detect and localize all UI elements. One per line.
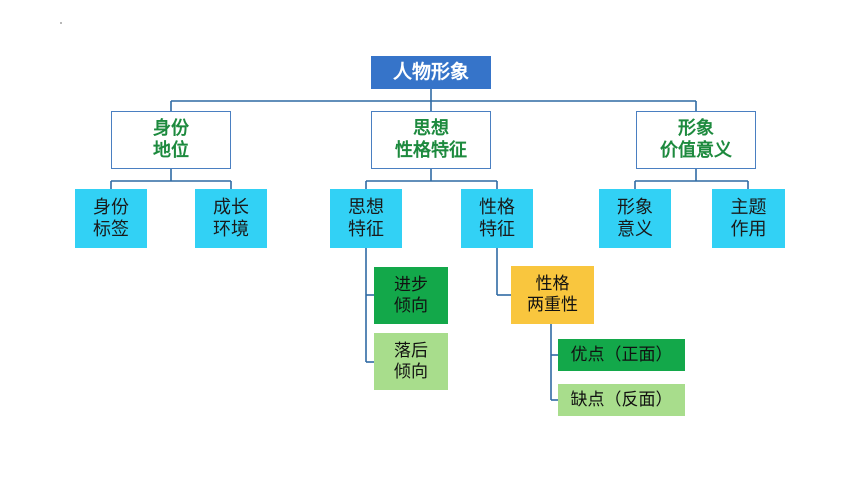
node-backward-tendency-line1: 落后	[394, 340, 428, 361]
leaf-identity-tag: 身份 标签	[75, 189, 147, 248]
branch-thought-personality-line2: 性格特征	[395, 140, 467, 161]
leaf-theme-role: 主题 作用	[712, 189, 785, 248]
leaf-personality-traits-line2: 特征	[479, 218, 515, 240]
node-progressive-tendency: 进步 倾向	[374, 267, 448, 324]
node-personality-duality: 性格 两重性	[511, 266, 594, 324]
node-progressive-tendency-line1: 进步	[394, 274, 428, 295]
root-label: 人物形象	[392, 60, 469, 83]
node-backward-tendency-line2: 倾向	[394, 361, 428, 382]
leaf-growth-environment: 成长 环境	[195, 189, 267, 248]
leaf-image-meaning-line1: 形象	[617, 196, 653, 218]
branch-image-value-line1: 形象	[678, 118, 714, 140]
node-merits-positive: 优点（正面）	[558, 339, 685, 371]
node-flaws-negative-label: 缺点（反面）	[570, 389, 673, 410]
leaf-thought-traits: 思想 特征	[330, 189, 402, 248]
leaf-identity-tag-line1: 身份	[93, 196, 129, 218]
branch-identity-status-line2: 地位	[153, 140, 189, 161]
branch-identity-status-line1: 身份	[153, 118, 189, 140]
branch-thought-personality: 思想 性格特征	[371, 111, 491, 169]
branch-image-value-line2: 价值意义	[660, 140, 732, 161]
node-personality-duality-line1: 性格	[535, 274, 570, 295]
leaf-thought-traits-line1: 思想	[348, 196, 384, 218]
node-backward-tendency: 落后 倾向	[374, 333, 448, 390]
node-progressive-tendency-line2: 倾向	[394, 295, 428, 316]
node-flaws-negative: 缺点（反面）	[558, 384, 685, 416]
leaf-personality-traits: 性格 特征	[461, 189, 533, 248]
branch-thought-personality-line1: 思想	[413, 118, 449, 140]
leaf-identity-tag-line2: 标签	[93, 218, 129, 240]
leaf-image-meaning: 形象 意义	[599, 189, 671, 248]
leaf-growth-environment-line2: 环境	[213, 218, 249, 240]
leaf-growth-environment-line1: 成长	[213, 196, 249, 218]
branch-identity-status: 身份 地位	[111, 111, 231, 169]
leaf-personality-traits-line1: 性格	[479, 196, 515, 218]
node-merits-positive-label: 优点（正面）	[570, 344, 673, 365]
leaf-theme-role-line2: 作用	[730, 218, 767, 240]
leaf-theme-role-line1: 主题	[730, 196, 767, 218]
decorative-dot	[60, 22, 62, 24]
leaf-image-meaning-line2: 意义	[617, 218, 653, 240]
node-personality-duality-line2: 两重性	[527, 295, 578, 315]
root-node: 人物形象	[371, 56, 491, 89]
branch-image-value: 形象 价值意义	[636, 111, 756, 169]
leaf-thought-traits-line2: 特征	[348, 218, 384, 240]
